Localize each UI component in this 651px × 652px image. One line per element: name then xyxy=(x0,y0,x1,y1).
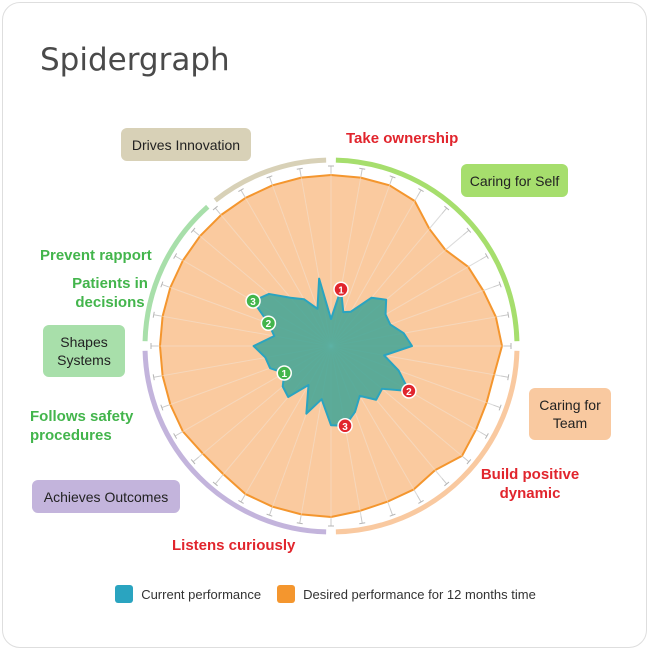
marker-badge xyxy=(260,315,277,331)
marker-number: 3 xyxy=(342,422,348,433)
box-caring-for-self: Caring for Self xyxy=(461,164,568,197)
marker-badge xyxy=(401,383,417,399)
legend-swatch-desired xyxy=(277,585,296,603)
marker-badge xyxy=(276,365,292,381)
axis-tick xyxy=(418,188,424,193)
page-title: Spidergraph xyxy=(40,42,230,78)
axis-tick xyxy=(507,374,510,381)
axis-tick xyxy=(190,227,196,233)
axis-tick xyxy=(238,499,244,504)
axis-tick xyxy=(173,253,178,259)
label-patients-in-decisions: Patients in decisions xyxy=(72,275,148,311)
axis-tick xyxy=(466,227,472,233)
marker-number: 1 xyxy=(338,285,344,296)
axis-tick xyxy=(152,374,155,381)
label-build-positive-dynamic: Build positive dynamic xyxy=(480,466,580,502)
segment-arc-drives-innovation xyxy=(213,157,327,203)
label-follows-safety-procedures: Follows safety procedures xyxy=(30,408,134,444)
axis-tick xyxy=(498,281,502,288)
marker-badge xyxy=(337,418,353,434)
axis-tick xyxy=(160,281,164,288)
axis-tick xyxy=(418,499,424,504)
box-caring-for-team: Caring for Team xyxy=(529,388,611,440)
marker-number: 1 xyxy=(281,369,287,380)
label-take-ownership: Take ownership xyxy=(346,130,459,147)
axis-tick xyxy=(498,404,502,411)
axis-tick xyxy=(389,513,396,517)
segment-arc-caring-for-self xyxy=(335,157,520,342)
legend-item-desired[interactable]: Desired performance for 12 months time xyxy=(277,585,536,603)
axis-tick xyxy=(266,175,273,179)
marker-number: 2 xyxy=(406,387,412,398)
axis-tick xyxy=(212,481,218,487)
legend-item-current[interactable]: Current performance xyxy=(115,585,261,603)
axis-tick xyxy=(152,311,155,318)
marker-number: 3 xyxy=(250,297,256,308)
axis-tick xyxy=(212,205,218,211)
legend: Current performance Desired performance … xyxy=(0,585,651,603)
marker-badge xyxy=(333,281,349,298)
axis-tick xyxy=(389,175,396,179)
axis-tick xyxy=(507,311,510,318)
axis-tick xyxy=(484,253,489,259)
axis-tick xyxy=(359,167,366,170)
box-drives-innovation: Drives Innovation xyxy=(121,128,251,161)
axis-tick xyxy=(359,522,366,525)
segment-arc-caring-for-team xyxy=(335,350,520,535)
box-achieves-outcomes: Achieves Outcomes xyxy=(32,480,180,513)
axis-tick xyxy=(444,205,450,211)
axis-tick xyxy=(238,188,244,193)
legend-swatch-current xyxy=(115,585,134,603)
marker-badge xyxy=(245,293,261,309)
axis-tick xyxy=(296,522,303,525)
marker-number: 2 xyxy=(266,319,272,330)
segment-arc-shapes-systems xyxy=(142,204,210,342)
label-listens-curiously: Listens curiously xyxy=(172,537,296,554)
axis-tick xyxy=(296,167,303,170)
label-prevent-rapport: Prevent rapport xyxy=(40,247,152,264)
axis-tick xyxy=(173,433,178,439)
axis-tick xyxy=(266,513,273,517)
box-shapes-systems: Shapes Systems xyxy=(43,325,125,377)
axis-tick xyxy=(190,459,196,465)
axis-tick xyxy=(160,404,164,411)
axis-tick xyxy=(444,481,450,487)
axis-tick xyxy=(466,459,472,465)
axis-tick xyxy=(484,433,489,439)
segment-arc-achieves-outcomes xyxy=(142,350,327,535)
